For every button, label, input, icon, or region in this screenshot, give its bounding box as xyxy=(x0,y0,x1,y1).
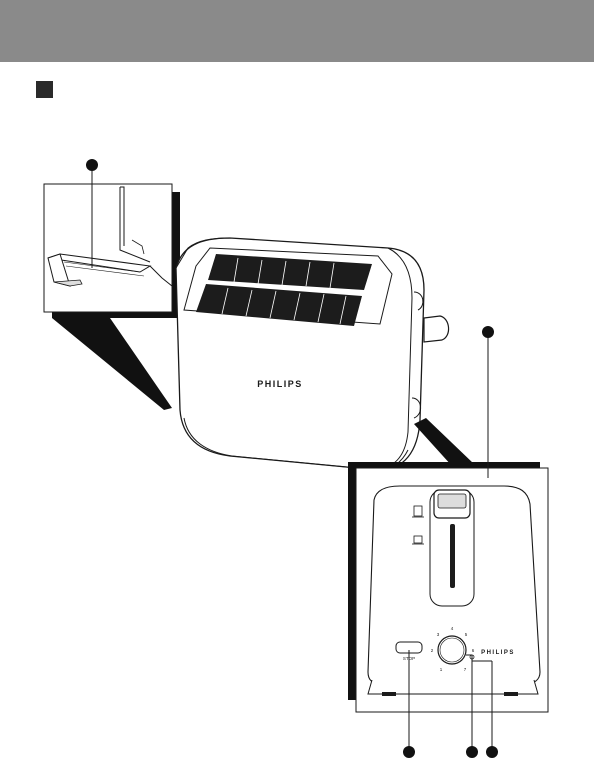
inset-pointer-tray xyxy=(52,318,172,410)
callout-dot-dial xyxy=(486,746,498,758)
callout-dot-lever xyxy=(482,326,494,338)
callout-dot-light xyxy=(466,746,478,758)
brand-front: PHILIPS xyxy=(257,379,303,389)
lift-lever xyxy=(424,316,449,342)
toaster: PHILIPS xyxy=(176,238,449,470)
callout-dot-stop xyxy=(403,746,415,758)
inset-box-tray xyxy=(44,184,172,312)
callout-dot-tray xyxy=(86,159,98,171)
crumb-tray-inset xyxy=(44,159,180,410)
brand-panel: PHILIPS xyxy=(481,650,515,656)
inset-pointer-panel xyxy=(414,418,474,466)
